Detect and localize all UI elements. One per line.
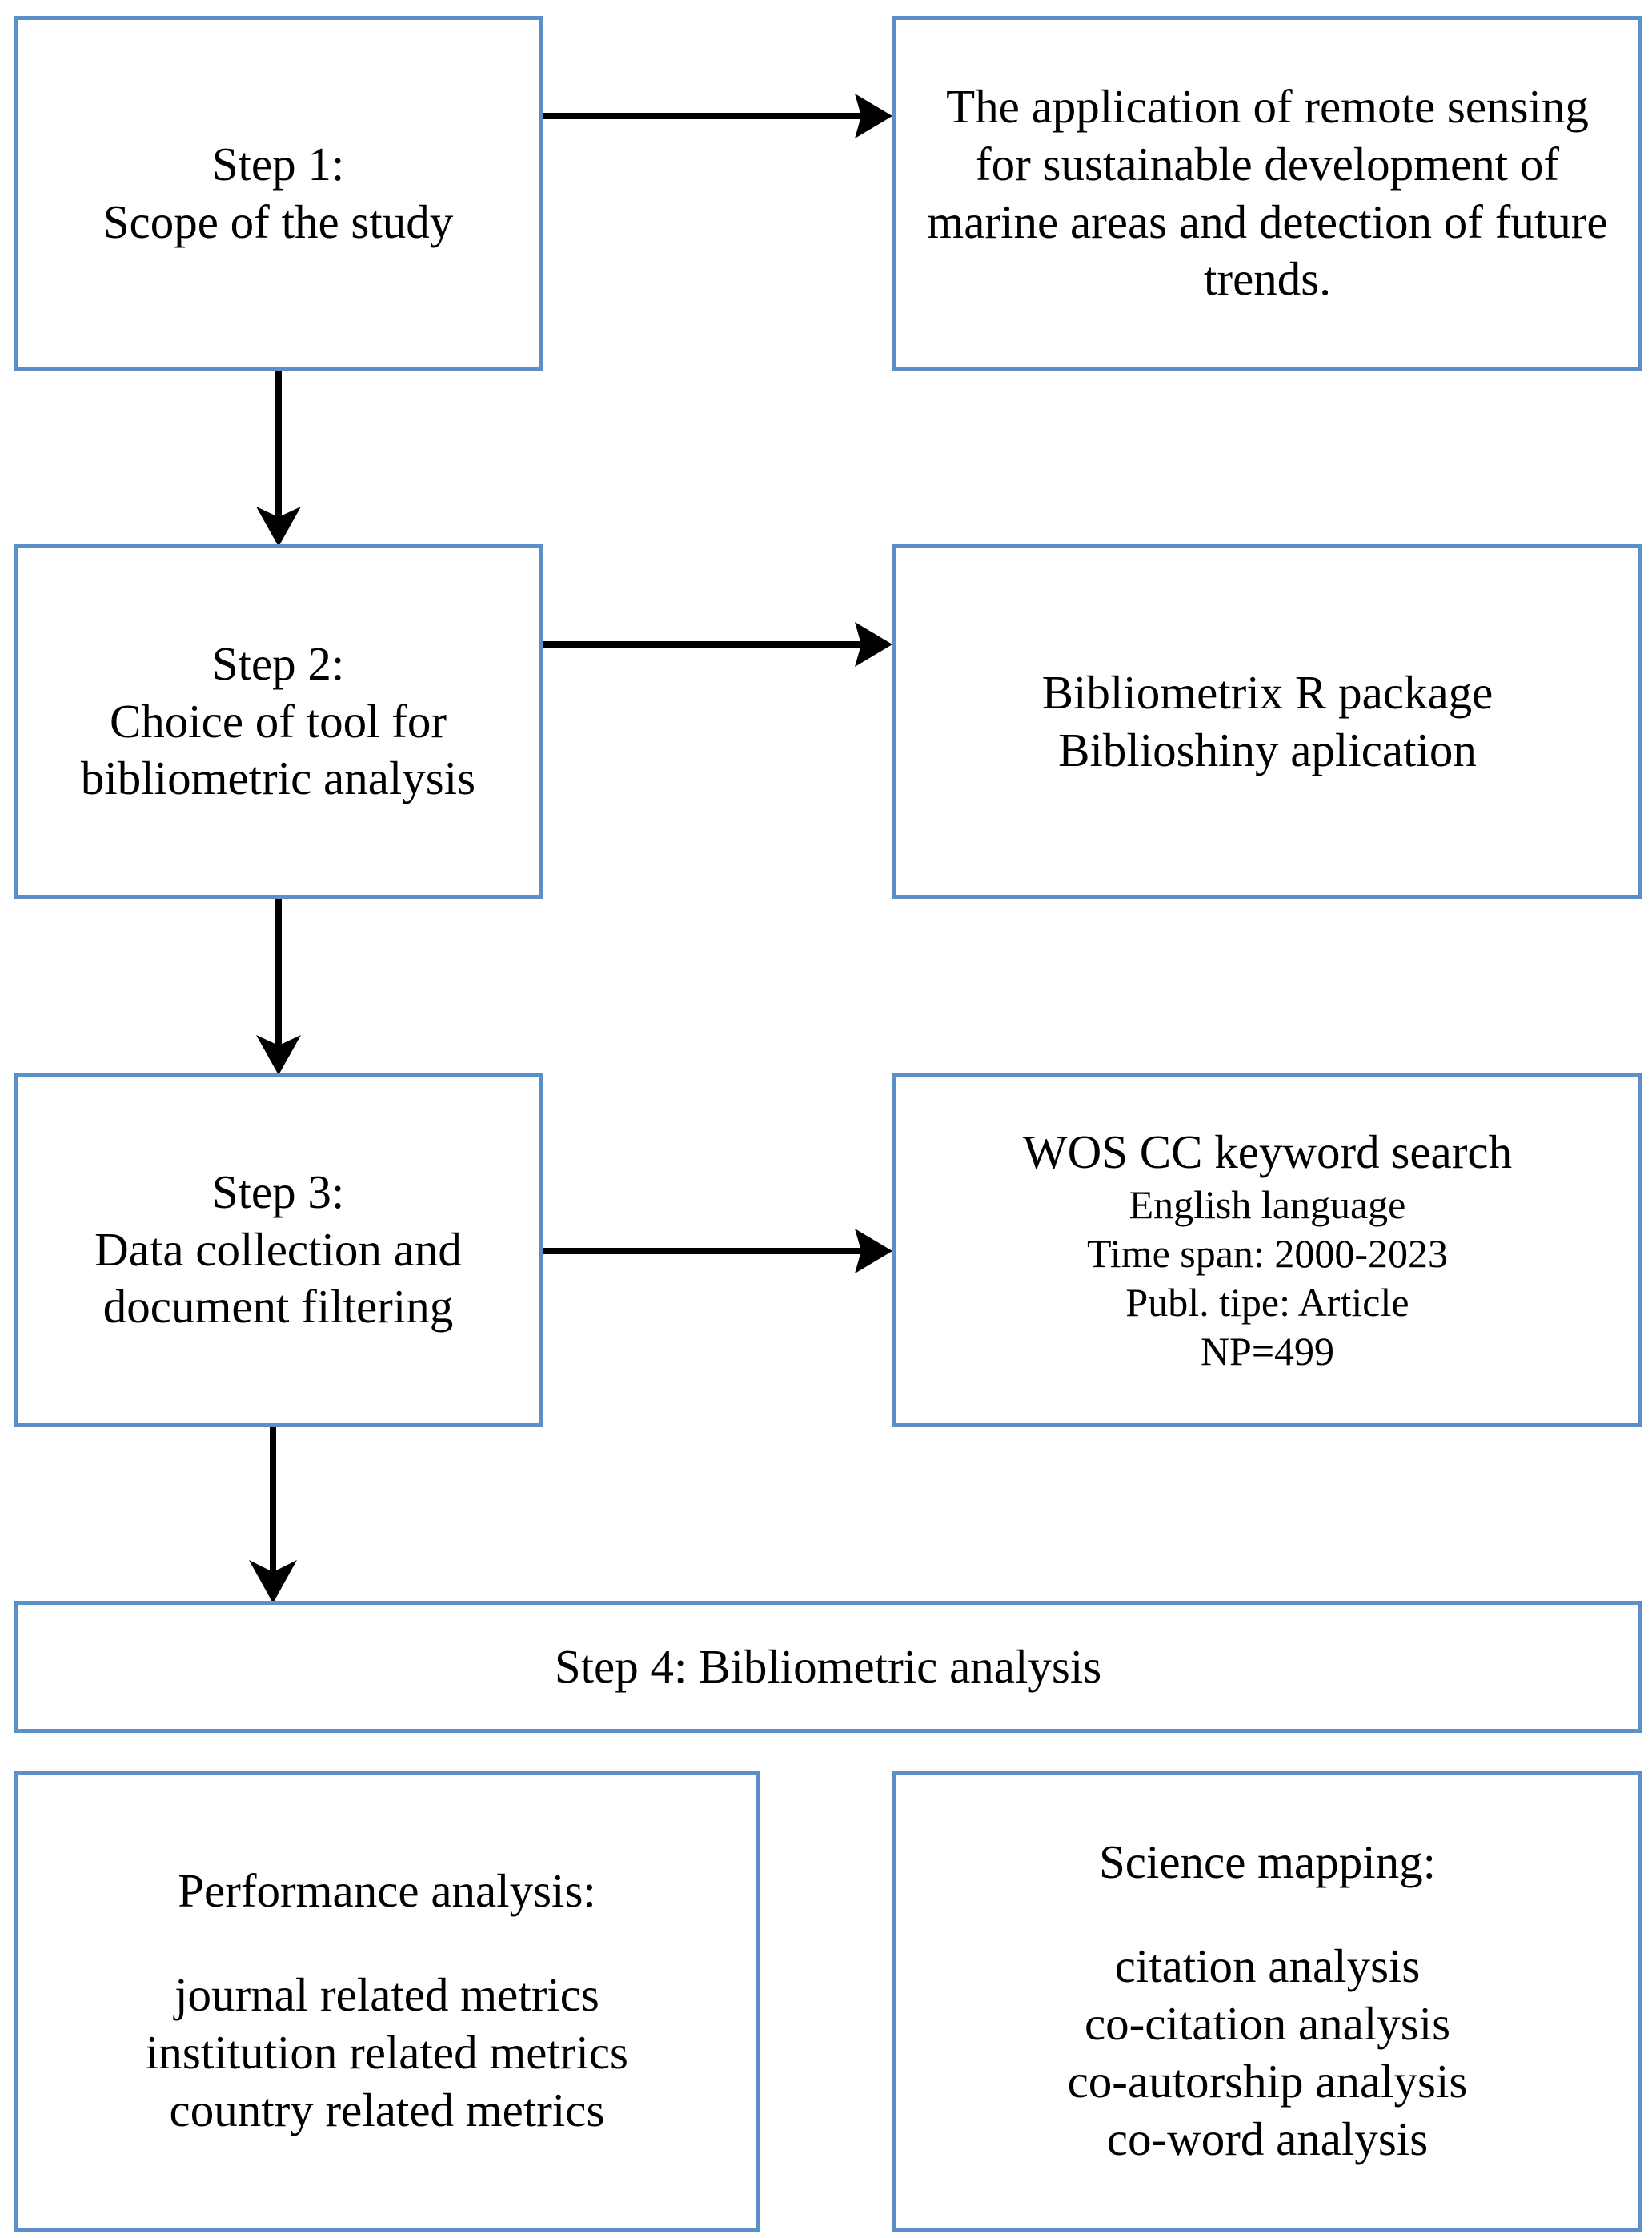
node-scope-description[interactable]: The application of remote sensing for su… [892, 16, 1642, 371]
step-2-label-line-2: Choice of tool for [109, 694, 447, 748]
science-mapping-item-coword: co-word analysis [1106, 2112, 1429, 2165]
arrow-step3-to-search [543, 1215, 892, 1343]
step-1-label-line-2: Scope of the study [102, 195, 454, 248]
node-science-mapping[interactable]: Science mapping: citation analysis co-ci… [892, 1771, 1642, 2232]
step-2-label-line-3: bibliometric analysis [80, 752, 476, 805]
step-3-label-line-3: document filtering [102, 1280, 454, 1334]
node-tool-choice[interactable]: Bibliometrix R package Biblioshiny aplic… [892, 544, 1642, 899]
search-language: English language [1129, 1182, 1406, 1228]
node-step-3[interactable]: Step 3: Data collection and document fil… [14, 1073, 543, 1427]
search-headline: WOS CC keyword search [1022, 1125, 1513, 1178]
performance-item-country: country related metrics [169, 2083, 605, 2136]
search-time-span: Time span: 2000-2023 [1087, 1231, 1448, 1277]
scope-text: The application of remote sensing for su… [927, 79, 1608, 306]
step-3-label-line-2: Data collection and [94, 1222, 462, 1276]
step-1-label-line-1: Step 1: [211, 137, 345, 191]
science-mapping-item-coauthorship: co-autorship analysis [1067, 2054, 1468, 2108]
step-4-label: Step 4: Bibliometric analysis [554, 1639, 1102, 1693]
arrow-step2-to-tool [543, 608, 892, 736]
arrow-step1-to-step2 [240, 371, 320, 547]
performance-item-institution: institution related metrics [146, 2026, 628, 2079]
search-paper-count: NP=499 [1200, 1329, 1335, 1374]
tool-line-2: Biblioshiny aplication [1058, 723, 1477, 776]
performance-heading: Performance analysis: [178, 1864, 596, 1918]
science-mapping-item-cocitation: co-citation analysis [1084, 1997, 1451, 2051]
tool-line-1: Bibliometrix R package [1041, 665, 1494, 719]
node-step-4-banner[interactable]: Step 4: Bibliometric analysis [14, 1601, 1642, 1733]
step-2-label-line-1: Step 2: [211, 636, 345, 690]
arrow-step1-to-scope [543, 80, 892, 208]
science-mapping-heading: Science mapping: [1098, 1835, 1437, 1889]
step-3-label-line-1: Step 3: [211, 1165, 345, 1218]
node-performance-analysis[interactable]: Performance analysis: journal related me… [14, 1771, 760, 2232]
node-step-2[interactable]: Step 2: Choice of tool for bibliometric … [14, 544, 543, 899]
node-step-1[interactable]: Step 1: Scope of the study [14, 16, 543, 371]
search-publication-type: Publ. tipe: Article [1125, 1280, 1409, 1326]
arrow-step2-to-step3 [240, 899, 320, 1075]
science-mapping-item-citation: citation analysis [1114, 1939, 1421, 1993]
performance-item-journal: journal related metrics [174, 1968, 599, 2022]
arrow-step3-to-step4 [235, 1427, 315, 1603]
node-search-criteria[interactable]: WOS CC keyword search English language T… [892, 1073, 1642, 1427]
